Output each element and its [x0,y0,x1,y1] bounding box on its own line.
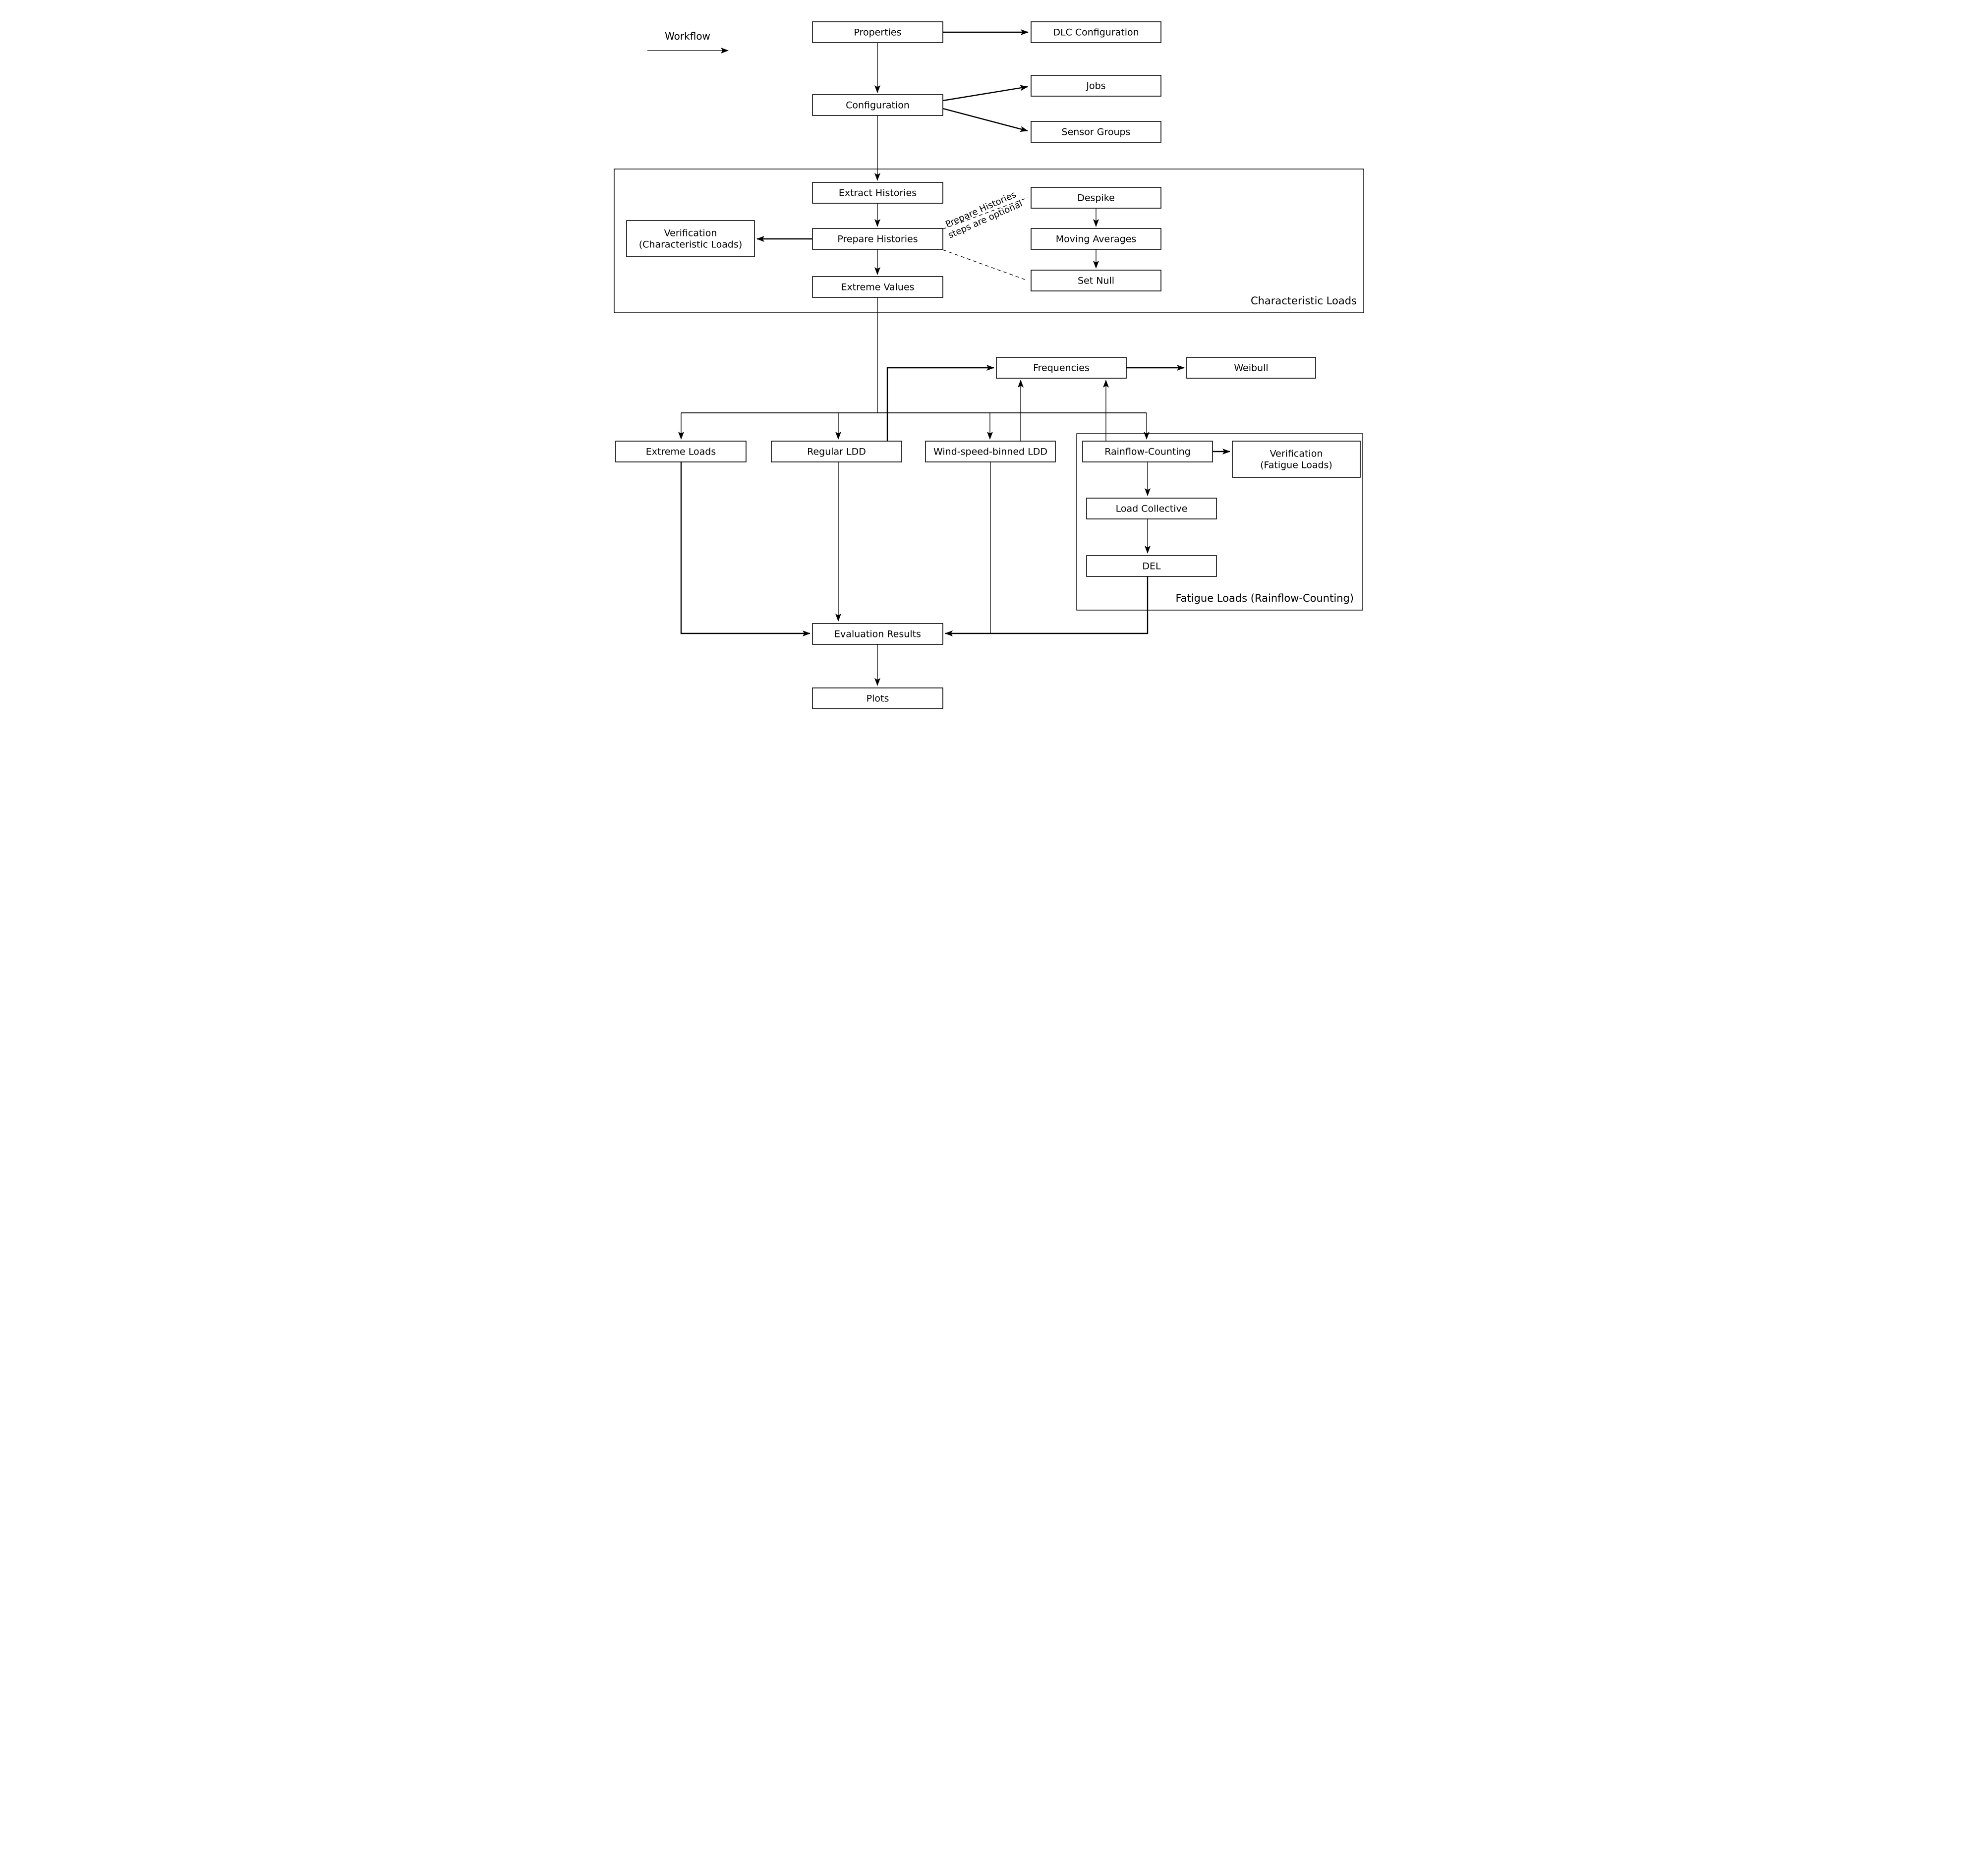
node-weibull-label: Weibull [1234,363,1268,374]
node-sensor-groups-label: Sensor Groups [1062,127,1131,138]
node-prepare-histories-box [812,228,943,250]
node-verification-characteristic-box [626,220,755,257]
workflow-legend-label: Workflow [665,30,710,42]
node-del-box [1086,555,1217,577]
node-evaluation-results-label: Evaluation Results [834,629,921,640]
node-plots: Plots [812,687,943,709]
node-prepare-histories: Prepare Histories [812,228,943,250]
node-extract-histories-box [812,182,943,204]
edge-regular-ldd-to-frequencies [886,365,994,441]
node-extreme-loads-box [615,441,747,462]
node-configuration: Configuration [812,94,943,116]
edge-del-to-evaluation-results [945,576,1149,636]
node-sensor-groups: Sensor Groups [1031,121,1161,143]
node-load-collective: Load Collective [1086,498,1217,519]
node-extract-histories-label: Extract Histories [839,188,917,199]
node-verification-characteristic-label: (Characteristic Loads) [639,239,743,250]
node-verification-characteristic: Verification(Characteristic Loads) [626,220,755,257]
node-sensor-groups-box [1031,121,1161,143]
node-moving-averages-label: Moving Averages [1056,234,1137,245]
node-weibull: Weibull [1186,357,1316,379]
node-prepare-histories-label: Prepare Histories [837,234,918,245]
node-verification-fatigue-box [1232,441,1361,478]
node-extreme-values: Extreme Values [812,276,943,298]
node-set-null-label: Set Null [1078,276,1114,286]
node-regular-ldd-label: Regular LDD [807,447,866,457]
edge-prepare-to-set-null-optional [942,249,1028,281]
node-rainflow-counting: Rainflow-Counting [1082,441,1213,462]
container-characteristic-loads-label: Characteristic Loads [1251,295,1357,307]
node-set-null-box [1031,270,1161,291]
node-evaluation-results: Evaluation Results [812,623,943,645]
node-plots-box [812,687,943,709]
node-extract-histories: Extract Histories [812,182,943,204]
node-moving-averages: Moving Averages [1031,228,1161,250]
node-configuration-box [812,94,943,116]
node-extreme-loads: Extreme Loads [615,441,747,462]
node-weibull-box [1186,357,1316,379]
node-frequencies-box [996,357,1127,379]
node-dlc-configuration-label: DLC Configuration [1053,27,1139,38]
node-load-collective-box [1086,498,1217,519]
node-verification-fatigue: Verification(Fatigue Loads) [1232,441,1361,478]
node-evaluation-results-box [812,623,943,645]
node-verification-fatigue-label: (Fatigue Loads) [1260,460,1332,471]
node-regular-ldd-box [771,441,902,462]
node-properties: Properties [812,21,943,43]
node-verification-fatigue-label: Verification [1270,449,1323,459]
node-despike: Despike [1031,187,1161,209]
node-dlc-configuration: DLC Configuration [1031,21,1161,43]
container-fatigue-loads-label: Fatigue Loads (Rainflow-Counting) [1175,592,1354,604]
node-layer: Properties DLC ConfigurationConfiguration… [615,21,1361,709]
node-wind-speed-binned-ldd-label: Wind-speed-binned LDD [933,447,1047,457]
node-moving-averages-box [1031,228,1161,250]
container-fatigue-loads-border [1076,433,1363,611]
node-extreme-values-label: Extreme Values [841,282,914,293]
node-frequencies-label: Frequencies [1033,363,1090,374]
edge-layer [647,29,1230,686]
node-wind-speed-binned-ldd-box [925,441,1056,462]
node-set-null: Set Null [1031,270,1161,291]
node-load-collective-label: Load Collective [1116,504,1188,514]
node-verification-characteristic-label: Verification [664,228,717,239]
node-jobs-box [1031,75,1161,97]
node-properties-box [812,21,943,43]
node-wind-speed-binned-ldd: Wind-speed-binned LDD [925,441,1056,462]
node-frequencies: Frequencies [996,357,1127,379]
node-rainflow-counting-label: Rainflow-Counting [1104,447,1191,457]
node-extreme-values-box [812,276,943,298]
container-fatigue-loads: Fatigue Loads (Rainflow-Counting) [1076,433,1363,611]
node-del-label: DEL [1142,561,1161,572]
container-characteristic-loads: Characteristic Loads [614,169,1364,313]
node-rainflow-counting-box [1082,441,1213,462]
node-despike-label: Despike [1077,193,1115,204]
edge-configuration-to-jobs [942,85,1028,102]
node-jobs-label: Jobs [1086,81,1105,92]
node-plots-label: Plots [867,693,889,704]
node-despike-box [1031,187,1161,209]
node-configuration-label: Configuration [846,100,910,111]
node-properties-label: Properties [854,27,901,38]
container-characteristic-loads-border [614,169,1364,313]
node-del: DEL [1086,555,1217,577]
node-extreme-loads-label: Extreme Loads [646,447,716,457]
node-dlc-configuration-box [1031,21,1161,43]
node-jobs: Jobs [1031,75,1161,97]
edge-prepare-to-despike-optional [942,197,1028,229]
node-regular-ldd: Regular LDD [771,441,902,462]
edge-extreme-loads-to-evaluation [680,462,810,636]
edge-configuration-to-sensor-groups [942,108,1028,132]
